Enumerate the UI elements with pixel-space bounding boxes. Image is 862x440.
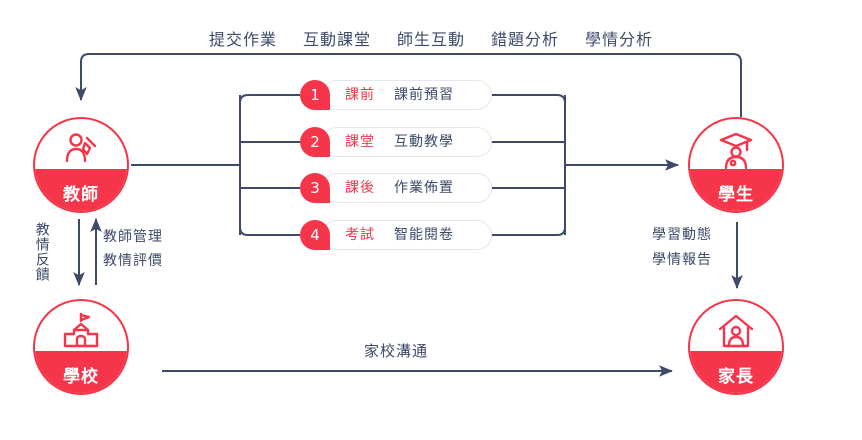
label-learning-dynamics: 學習動態	[652, 227, 712, 243]
step-pill-3-text: 作業佈置	[394, 180, 454, 196]
school-building-icon	[35, 309, 127, 355]
teacher-icon	[35, 127, 127, 173]
feedback-arc	[75, 53, 742, 117]
top-label-3: 錯題分析	[491, 30, 560, 49]
node-parent[interactable]: 家長	[688, 299, 784, 395]
step-pill-1[interactable]: 1 課前 課前預習	[300, 80, 492, 110]
label-teacher-evaluation: 教情評價	[103, 253, 163, 269]
node-parent-label: 家長	[718, 367, 754, 387]
step-pill-1-capsule	[322, 80, 492, 110]
home-person-icon	[690, 309, 782, 355]
step-pill-2-number: 2	[300, 127, 330, 157]
step-pill-3-number: 3	[300, 173, 330, 203]
left-branch-1	[239, 94, 300, 104]
label-teacher-management: 教師管理	[103, 229, 163, 245]
step-pill-1-category: 課前	[345, 87, 375, 103]
step-pill-4-capsule	[322, 220, 492, 250]
right-branch-1	[492, 94, 566, 104]
top-label-row: 提交作業 互動課堂 師生互動 錯題分析 學情分析	[0, 26, 862, 50]
label-learning-report: 學情報告	[652, 252, 712, 268]
step-pill-3-category: 課後	[345, 180, 375, 196]
step-pill-2-text: 互動教學	[394, 134, 454, 150]
node-teacher[interactable]: 教師	[33, 117, 129, 213]
top-label-4: 學情分析	[585, 30, 654, 49]
step-pill-4-category: 考試	[345, 227, 375, 243]
top-label-0: 提交作業	[208, 30, 277, 49]
step-pill-3-capsule	[322, 173, 492, 203]
step-pill-2[interactable]: 2 課堂 互動教學	[300, 127, 492, 157]
step-pill-4[interactable]: 4 考試 智能閱卷	[300, 220, 492, 250]
node-student[interactable]: 學生	[688, 117, 784, 213]
node-student-label: 學生	[718, 185, 754, 205]
step-pill-1-number: 1	[300, 80, 330, 110]
node-school-label: 學校	[63, 367, 99, 387]
top-label-2: 師生互動	[396, 30, 465, 49]
step-pill-3[interactable]: 3 課後 作業佈置	[300, 173, 492, 203]
top-label-1: 互動課堂	[302, 30, 371, 49]
node-student-fill	[690, 168, 782, 211]
label-teaching-feedback: 教情反饋	[33, 222, 50, 282]
left-branch-4	[239, 226, 300, 236]
step-pill-4-text: 智能閱卷	[394, 227, 454, 243]
step-pill-1-text: 課前預習	[394, 87, 454, 103]
node-parent-fill	[690, 350, 782, 393]
node-teacher-fill	[35, 168, 127, 211]
graduate-icon	[690, 127, 782, 173]
step-pill-2-category: 課堂	[345, 134, 375, 150]
node-teacher-label: 教師	[63, 185, 99, 205]
step-pill-2-capsule	[322, 127, 492, 157]
step-pill-4-number: 4	[300, 220, 330, 250]
node-school-fill	[35, 350, 127, 393]
node-school[interactable]: 學校	[33, 299, 129, 395]
label-home-school-communication: 家校溝通	[364, 342, 429, 360]
right-branch-4	[492, 226, 566, 236]
